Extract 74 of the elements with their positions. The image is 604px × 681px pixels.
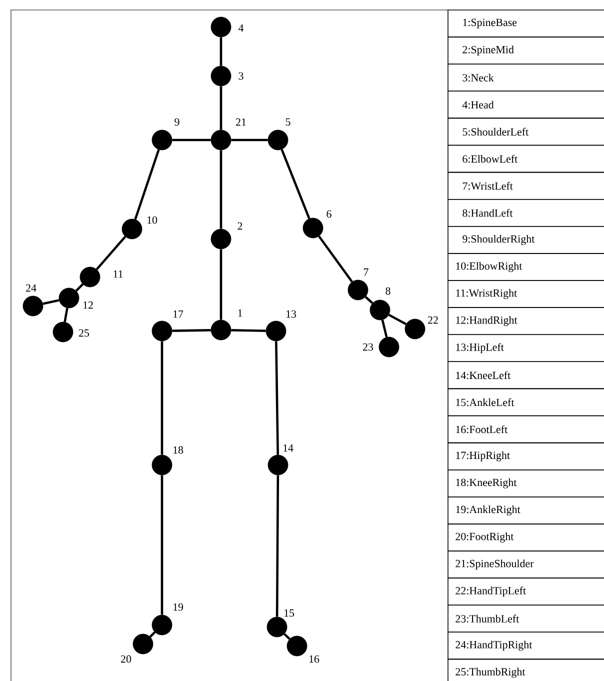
- table-cell: 15:AnkleLeft: [448, 388, 604, 416]
- table-cell: 22:HandTipLeft: [448, 578, 604, 606]
- joint-number: 22: [428, 316, 438, 324]
- joint-number: 14: [283, 444, 294, 452]
- table-cell: 9:ShoulderRight: [448, 226, 604, 254]
- joint-number: 21: [236, 118, 246, 126]
- bone-line: [280, 149, 310, 219]
- bone-line: [381, 320, 388, 338]
- bone-line: [318, 236, 353, 282]
- bone-line: [160, 475, 164, 615]
- joint-number: 5: [286, 118, 290, 126]
- table-cell: 11:WristRight: [448, 280, 604, 308]
- joint-number: 15: [284, 609, 294, 617]
- bone-line: [284, 633, 290, 640]
- table-cell: 16:FootLeft: [448, 415, 604, 444]
- bone-line: [275, 341, 279, 455]
- table-cell: 19:AnkleRight: [448, 496, 604, 524]
- joint-number: 2: [238, 222, 242, 230]
- bone-line: [220, 86, 222, 130]
- joint-number: 3: [238, 72, 244, 80]
- bone-line: [75, 283, 84, 292]
- joint-number: 12: [84, 301, 93, 309]
- table-cell: 13:HipLeft: [448, 334, 604, 362]
- joint-number: 11: [114, 270, 123, 278]
- bone-line: [364, 296, 374, 304]
- joint-number: 23: [363, 343, 374, 351]
- bone-line: [220, 249, 222, 320]
- table-cell: 7:WristLeft: [448, 172, 604, 200]
- joint-number: 9: [174, 118, 180, 126]
- bone-line: [96, 236, 126, 270]
- bone-line: [42, 299, 60, 305]
- bone-line: [231, 138, 268, 142]
- table-cell: 14:KneeLeft: [448, 361, 604, 390]
- table-cell: 6:ElbowLeft: [448, 144, 604, 173]
- bone-line: [149, 631, 156, 638]
- table-cell: 17:HipRight: [448, 442, 604, 470]
- table-cell: 2:SpineMid: [448, 36, 604, 64]
- bone-line: [172, 138, 211, 142]
- table-cell: 23:ThumbLeft: [448, 604, 604, 633]
- bone-line: [160, 341, 164, 455]
- table-cell: 5:ShoulderLeft: [448, 118, 604, 146]
- table-cell: 8:HandLeft: [448, 198, 604, 227]
- joint-number: 24: [26, 284, 36, 292]
- joint-number: 8: [386, 287, 390, 295]
- bone-line: [220, 150, 222, 229]
- table-cell: 10:ElbowRight: [448, 253, 604, 281]
- bone-line: [172, 329, 211, 332]
- table-cell: 4:Head: [448, 90, 604, 119]
- joint-number: 1: [238, 309, 242, 317]
- joint-number: 7: [364, 268, 368, 276]
- table-cell: 1:SpineBase: [448, 10, 604, 38]
- joint-number: 4: [238, 24, 244, 32]
- bone-line: [276, 475, 280, 617]
- joint-number: 6: [326, 210, 332, 218]
- table-cell: 21:SpineShoulder: [448, 550, 604, 578]
- table-cell: 3:Neck: [448, 64, 604, 92]
- table-cell: 18:KneeRight: [448, 469, 604, 498]
- joint-number: 19: [174, 603, 184, 611]
- joint-number: 16: [309, 655, 320, 663]
- joint-number: 17: [174, 310, 184, 318]
- joint-number: 10: [148, 216, 158, 224]
- bone-line: [64, 308, 68, 322]
- bone-line: [134, 149, 160, 220]
- bone-line: [231, 329, 266, 332]
- table-cell: 25:ThumbRight: [448, 658, 604, 681]
- bone-line: [220, 37, 222, 66]
- joint-number: 20: [121, 655, 132, 663]
- joint-number: 25: [79, 329, 90, 337]
- joint-number: 13: [286, 310, 296, 318]
- bone-line: [388, 314, 407, 326]
- table-cell: 12:HandRight: [448, 307, 604, 335]
- table-cell: 24:HandTipRight: [448, 632, 604, 660]
- joint-number: 18: [174, 446, 184, 454]
- table-cell: 20:FootRight: [448, 524, 604, 552]
